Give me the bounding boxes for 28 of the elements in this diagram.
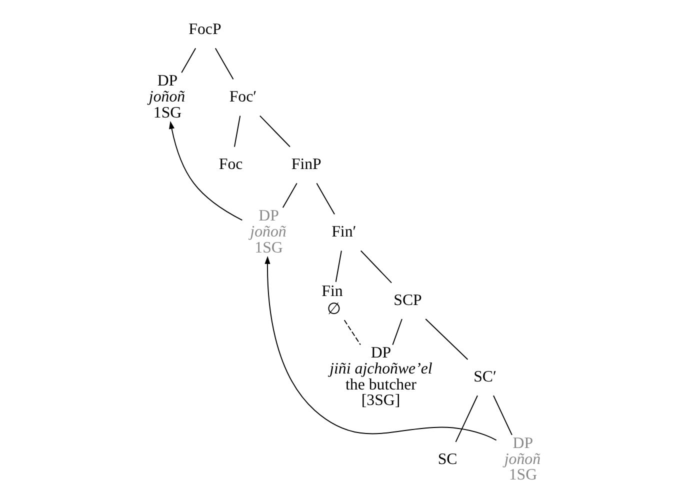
arrow [168,120,242,221]
connector [343,320,360,346]
connector [180,48,196,74]
connector [258,115,290,148]
node-text: DP joñoñ 1SG [504,434,540,484]
node-text: Foc [218,156,242,173]
node-text: SC′ [473,368,496,386]
connector [424,318,468,360]
node-text: Foc′ [228,88,256,106]
node-text: SCP [393,292,422,309]
connector [334,250,342,282]
node-text: Fin ∅ [321,282,342,318]
connector [392,318,402,346]
connector [282,182,297,208]
node-text: Fin′ [331,223,356,240]
connector [233,115,240,148]
connector [214,48,234,80]
node-text: SC [437,450,457,468]
arrow [264,256,496,441]
connector [360,250,392,284]
connector [492,395,512,436]
node-text: FinP [290,156,321,173]
node-text: DP joñoñ 1SG [148,72,185,122]
node-text: DP joñoñ 1SG [250,208,286,256]
node-text: FocP [188,20,221,38]
connector [316,182,335,215]
connector [454,395,478,442]
node-text: DP jiñi ajchoñwe’el the butcher [3SG] [329,344,432,410]
